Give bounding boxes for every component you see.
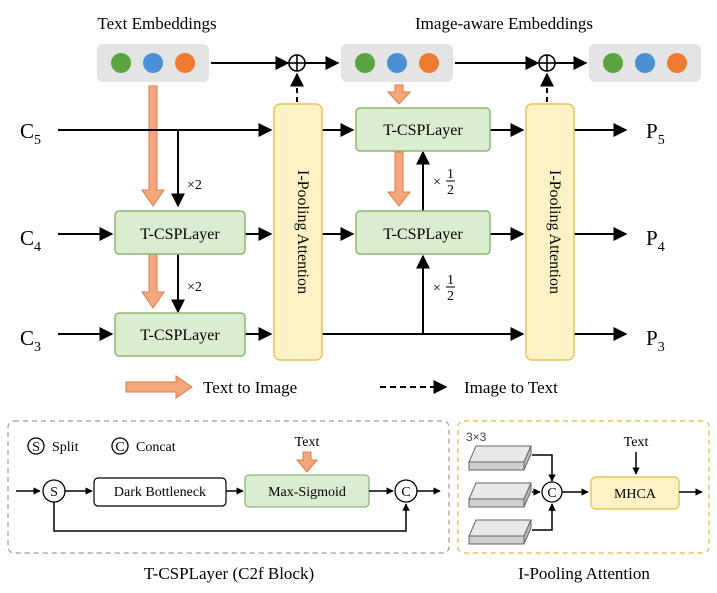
svg-text:T-CSPLayer: T-CSPLayer — [140, 226, 220, 243]
multiplier-half-lower: × 1 2 — [433, 273, 455, 304]
svg-text:Text to Image: Text to Image — [203, 378, 297, 397]
p5-label: P5 — [646, 119, 665, 148]
add-node-1 — [288, 54, 306, 72]
ipool-detail-panel — [457, 420, 710, 554]
split-legend: S Split — [27, 437, 79, 455]
svg-text:Image to Text: Image to Text — [464, 378, 558, 397]
svg-text:S: S — [50, 485, 58, 500]
p4-label: P4 — [646, 226, 665, 255]
text-to-image-arrow-4 — [386, 151, 412, 207]
dark-bottleneck-block: Dark Bottleneck — [93, 477, 227, 507]
svg-text:T-CSPLayer: T-CSPLayer — [383, 122, 463, 139]
svg-text:Split: Split — [52, 440, 79, 455]
split-node: S — [42, 479, 66, 503]
i-pooling-attention-block-2: I-Pooling Attention — [525, 103, 575, 361]
max-sigmoid-block: Max-Sigmoid — [244, 474, 370, 508]
tcsp-layer-c3: T-CSPLayer — [114, 312, 246, 357]
kernel-size-label: 3×3 — [466, 430, 487, 444]
detail-text-arrow — [295, 451, 319, 473]
tcsp-layer-p4: T-CSPLayer — [355, 210, 491, 255]
i-pooling-attention-block-1: I-Pooling Attention — [273, 103, 323, 361]
image-aware-embeddings-label: Image-aware Embeddings — [415, 14, 593, 33]
legend-text-to-image: Text to Image — [125, 375, 297, 399]
concat-node: C — [394, 479, 418, 503]
ipool-text-label: Text — [624, 435, 649, 450]
svg-text:1: 1 — [447, 167, 454, 182]
tcsp-detail-caption: T-CSPLayer (C2f Block) — [144, 564, 314, 583]
svg-text:T-CSPLayer: T-CSPLayer — [140, 327, 220, 344]
svg-text:C: C — [401, 485, 410, 500]
svg-text:1: 1 — [447, 273, 454, 288]
tcsp-layer-p5: T-CSPLayer — [355, 107, 491, 152]
svg-text:Dark Bottleneck: Dark Bottleneck — [114, 485, 206, 500]
ipool-concat-node: C — [541, 481, 563, 503]
output-embeddings-group — [589, 44, 701, 82]
c5-label: C5 — [20, 119, 41, 148]
svg-text:S: S — [32, 440, 40, 455]
svg-text:C: C — [547, 486, 556, 501]
p3-label: P3 — [646, 326, 665, 355]
svg-text:2: 2 — [447, 183, 454, 198]
text-embeddings-group — [97, 44, 209, 82]
svg-text:×: × — [433, 281, 441, 296]
text-to-image-arrow-1 — [141, 85, 165, 207]
svg-text:MHCA: MHCA — [614, 487, 657, 502]
svg-text:I-Pooling Attention: I-Pooling Attention — [294, 170, 311, 294]
multiplier-x2-upper: ×2 — [187, 178, 202, 193]
c3-label: C3 — [20, 326, 41, 355]
image-aware-embeddings-group — [341, 44, 453, 82]
svg-text:C: C — [115, 440, 124, 455]
svg-text:Max-Sigmoid: Max-Sigmoid — [268, 485, 346, 500]
multiplier-half-upper: × 1 2 — [433, 167, 455, 198]
svg-text:×: × — [433, 175, 441, 190]
tcsp-detail-panel — [7, 420, 450, 554]
add-node-2 — [538, 54, 556, 72]
detail-text-label: Text — [295, 435, 320, 450]
ipool-detail-caption: I-Pooling Attention — [518, 564, 650, 583]
svg-text:2: 2 — [447, 289, 454, 304]
mhca-block: MHCA — [590, 476, 680, 510]
text-to-image-arrow-3 — [386, 84, 412, 105]
svg-text:T-CSPLayer: T-CSPLayer — [383, 226, 463, 243]
text-embeddings-label: Text Embeddings — [97, 14, 216, 33]
tcsp-layer-c4: T-CSPLayer — [114, 210, 246, 255]
svg-text:I-Pooling Attention: I-Pooling Attention — [546, 170, 563, 294]
legend-image-to-text: Image to Text — [380, 378, 558, 397]
multiplier-x2-lower: ×2 — [187, 280, 202, 295]
pooled-feature-stack — [468, 445, 532, 545]
c4-label: C4 — [20, 226, 41, 255]
concat-legend: C Concat — [111, 437, 176, 455]
text-to-image-arrow-2 — [141, 251, 165, 309]
svg-text:Concat: Concat — [136, 440, 176, 455]
